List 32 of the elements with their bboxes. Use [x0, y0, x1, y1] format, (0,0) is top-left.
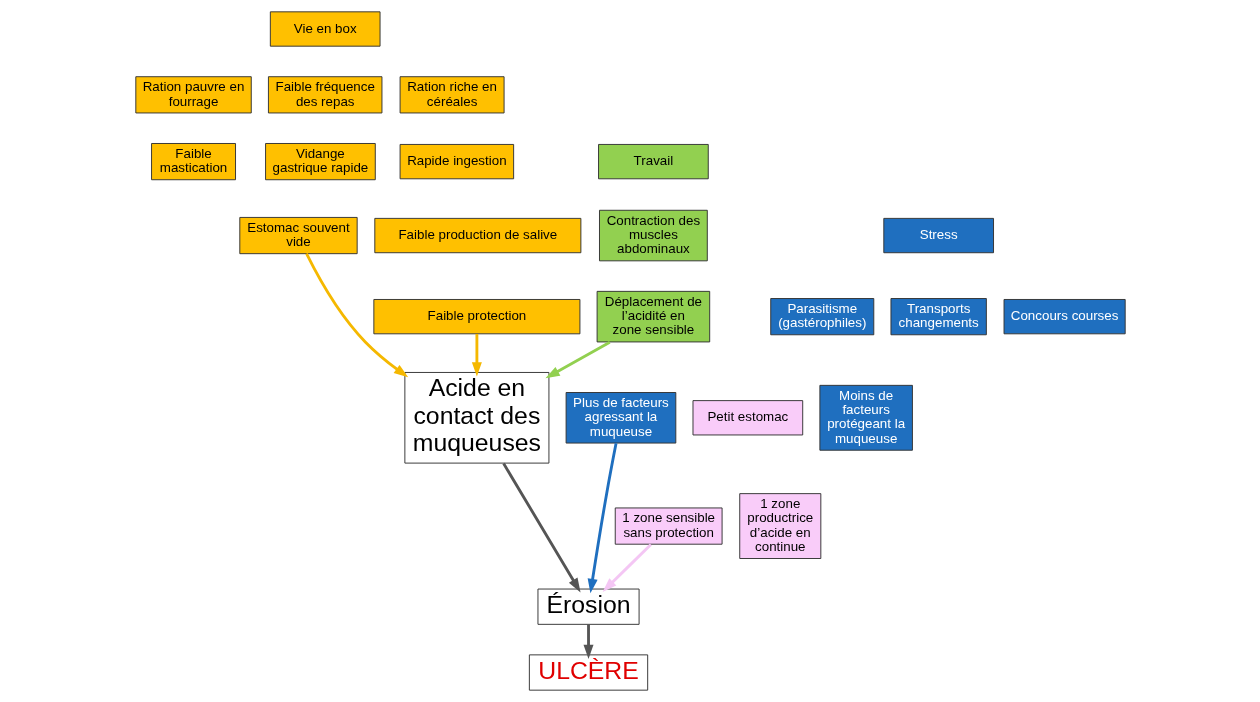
- node-box: 1 zone sensible sans protection: [614, 507, 723, 545]
- arrow: [587, 443, 617, 594]
- arrow: [471, 334, 482, 377]
- node-box: Faible fréquence des repas: [267, 76, 382, 114]
- node-box: Moins de facteurs protégeant la muqueuse: [818, 384, 913, 451]
- arrow: [602, 543, 652, 592]
- node-box: Stress: [882, 217, 994, 254]
- node-box: Rapide ingestion: [399, 143, 514, 180]
- node-box: Déplacement de l’acidité en zone sensible: [596, 290, 710, 343]
- node-box: Érosion: [537, 588, 640, 625]
- node-box: Faible mastication: [150, 143, 236, 181]
- node-box: Vidange gastrique rapide: [264, 143, 376, 181]
- node-box: Petit estomac: [692, 400, 803, 436]
- arrow: [501, 462, 581, 593]
- node-box: Travail: [597, 143, 709, 180]
- node-box: ULCÈRE: [528, 654, 648, 691]
- node-box: Faible production de salive: [373, 217, 581, 254]
- node-box: 1 zone productrice d’acide en continue: [738, 493, 821, 559]
- node-box: Transports changements: [890, 298, 987, 336]
- node-box: Faible protection: [372, 299, 580, 335]
- node-box: Ration pauvre en fourrage: [134, 76, 252, 114]
- node-box: Concours courses: [1003, 299, 1126, 335]
- node-box: Plus de facteurs agressant la muqueuse: [565, 392, 676, 444]
- node-box: Contraction des muscles abdominaux: [598, 209, 708, 262]
- arrow: [583, 624, 594, 659]
- node-box: Vie en box: [269, 11, 381, 47]
- node-box: Parasitisme (gastérophiles): [769, 298, 874, 336]
- node-box: Ration riche en céréales: [399, 76, 505, 114]
- arrow: [544, 340, 610, 379]
- arrow: [304, 253, 408, 378]
- node-box: Estomac souvent vide: [238, 216, 358, 255]
- node-box: Acide en contact des muqueuses: [403, 372, 549, 464]
